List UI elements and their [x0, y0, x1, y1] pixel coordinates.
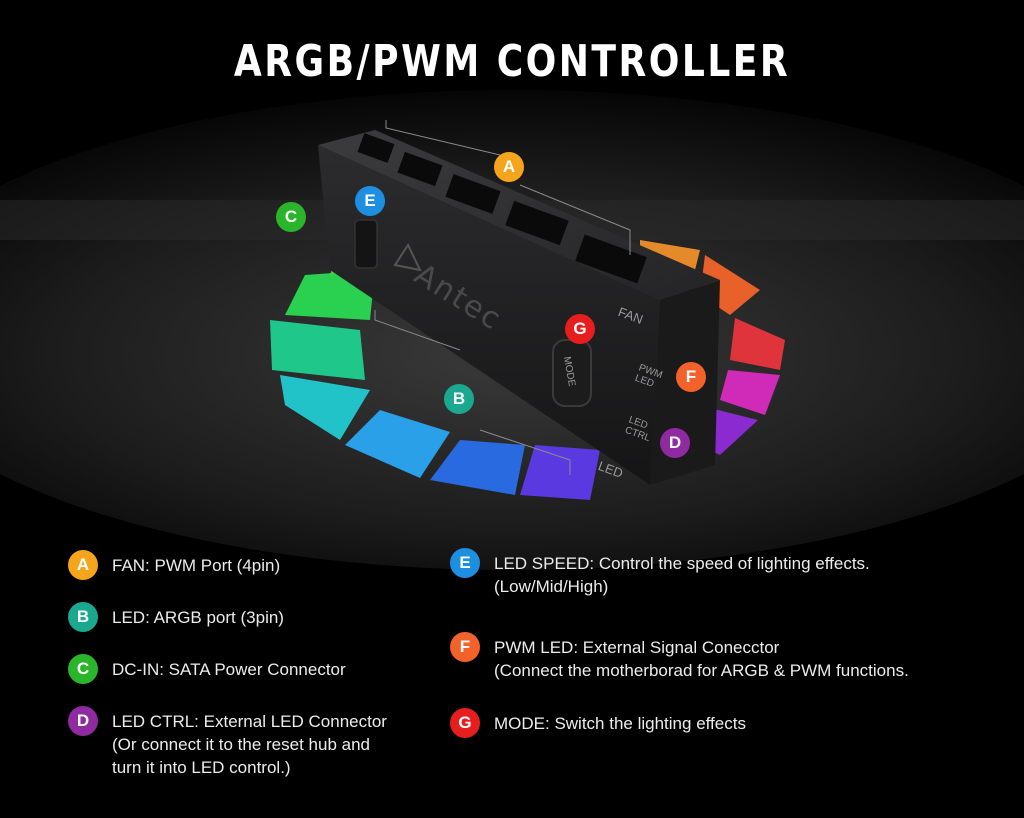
legend-text-b: LED: ARGB port (3pin)	[112, 608, 284, 627]
ring-segment-violet	[520, 445, 600, 500]
legend-badge-b: B	[68, 602, 98, 632]
legend-badge-f: F	[450, 632, 480, 662]
callout-badge-c: C	[276, 202, 306, 232]
fan-port-5	[357, 133, 395, 163]
callout-lines	[374, 120, 631, 475]
fan-port-2	[505, 200, 569, 246]
ring-segment-cyan	[280, 375, 370, 440]
fan-port-4	[397, 151, 443, 187]
callout-badge-d: D	[660, 428, 690, 458]
legend-badge-g: G	[450, 708, 480, 738]
legend-badge-a: A	[68, 550, 98, 580]
legend-text-a: FAN: PWM Port (4pin)	[112, 556, 281, 575]
page-title: ARGB/PWM CONTROLLER	[233, 36, 791, 87]
ring-segment-magenta	[720, 370, 780, 415]
ring-segment-blue	[430, 440, 525, 495]
legend-badge-e: E	[450, 548, 480, 578]
callout-badge-e: E	[355, 186, 385, 216]
legend-text-c: DC-IN: SATA Power Connector	[112, 660, 346, 679]
legend-text-e: LED SPEED: Control the speed of lighting…	[494, 554, 870, 596]
callout-badge-g: G	[565, 314, 595, 344]
fan-port-1	[575, 234, 647, 284]
legend-badge-d: D	[68, 706, 98, 736]
legend-text-d: LED CTRL: External LED Connector (Or con…	[112, 712, 387, 777]
legend-text-g: MODE: Switch the lighting effects	[494, 714, 746, 733]
legend-text-f: PWM LED: External Signal Conecctor (Conn…	[494, 638, 909, 680]
antec-logo-mark	[393, 242, 422, 272]
ring-segment-teal	[270, 320, 365, 380]
callout-badge-f: F	[676, 362, 706, 392]
speed-switch	[354, 219, 378, 269]
legend-badge-c: C	[68, 654, 98, 684]
callout-badge-a: A	[494, 152, 524, 182]
ring-segment-light-blue	[345, 410, 450, 478]
ring-segment-red	[730, 318, 785, 370]
callout-badge-b: B	[444, 384, 474, 414]
fan-port-3	[445, 174, 501, 214]
